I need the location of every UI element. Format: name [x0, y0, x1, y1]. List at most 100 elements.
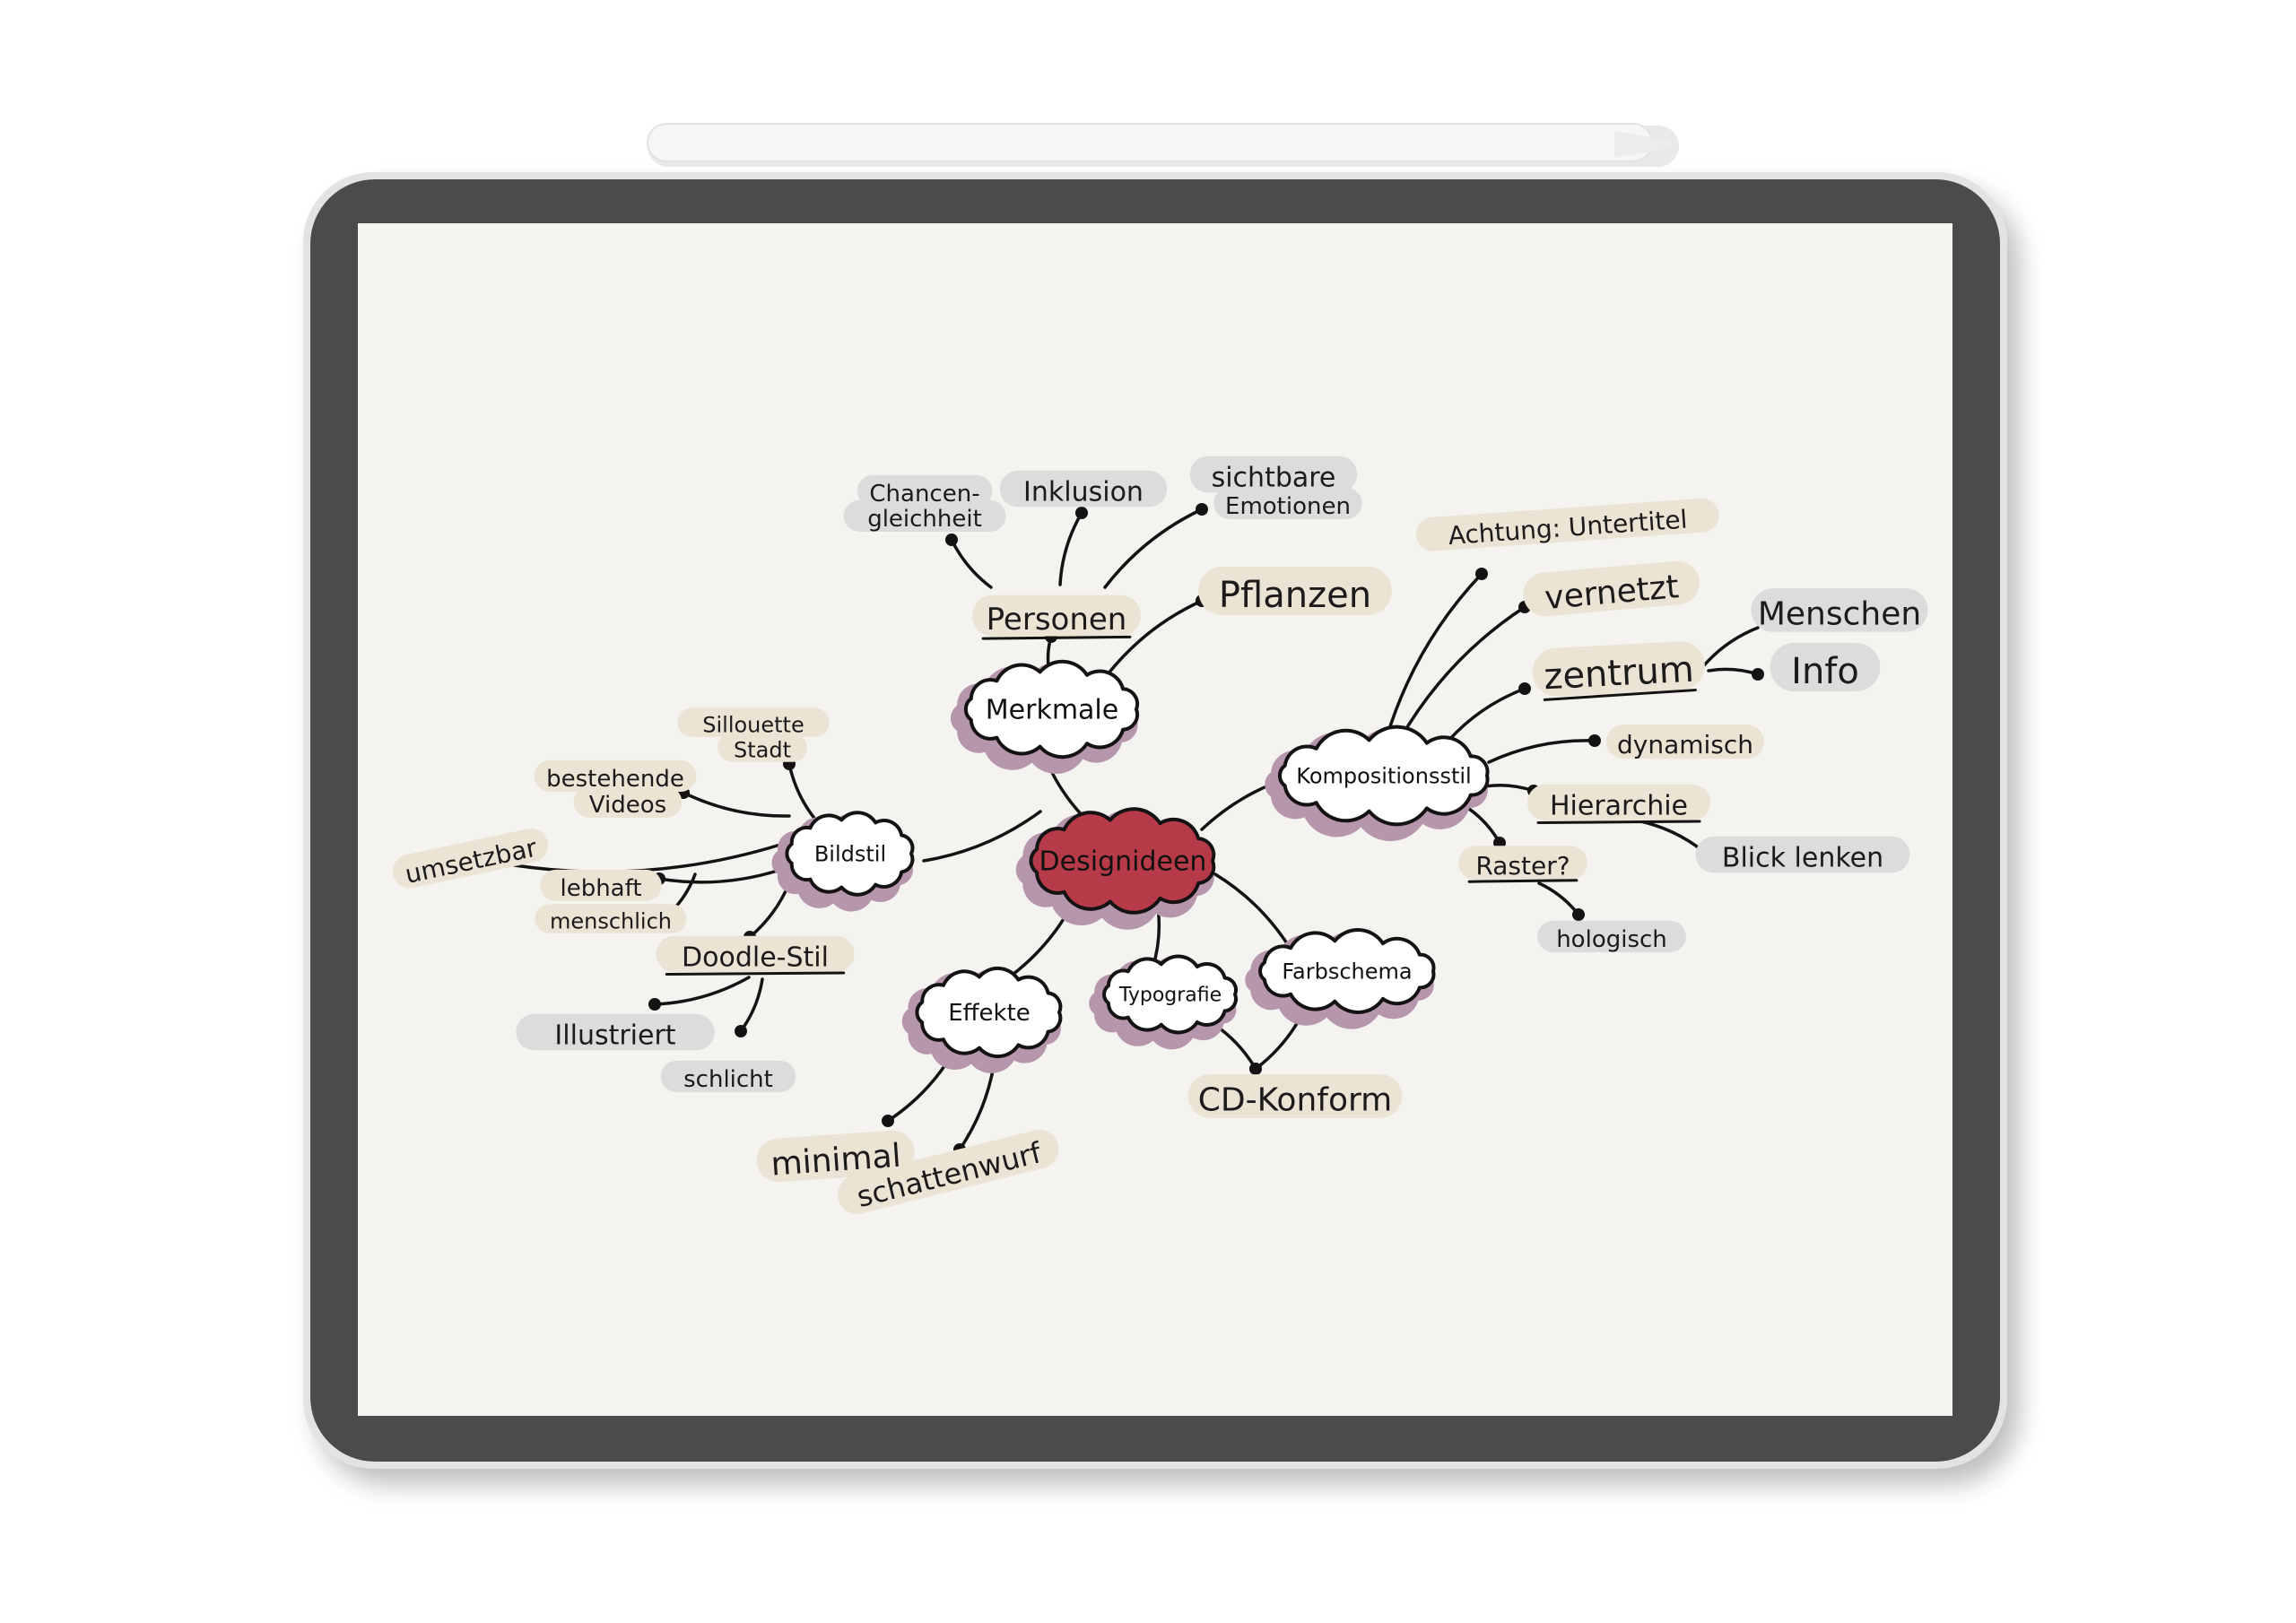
- leaf-node-videos[interactable]: [573, 785, 683, 818]
- connector-line: [1702, 626, 1760, 667]
- cloud-node-typografie[interactable]: Typografie: [1089, 954, 1238, 1050]
- leaf-node-dynamisch[interactable]: [1605, 725, 1765, 759]
- highlight-marker: [677, 707, 830, 737]
- connector-line: [1058, 511, 1083, 586]
- connector-dot: [1075, 507, 1088, 519]
- cloud-node-farbschema[interactable]: Farbschema: [1245, 928, 1436, 1029]
- leaf-node-emotionen[interactable]: [1213, 487, 1362, 519]
- leaf-label-doodle: Doodle-Stil: [682, 942, 829, 974]
- cloud-node-bildstil[interactable]: Bildstil: [771, 811, 915, 912]
- leaf-label-blick: Blick lenken: [1722, 843, 1883, 874]
- highlight-marker: [1198, 567, 1392, 615]
- connector-line: [657, 868, 782, 884]
- cloud-label-farbschema: Farbschema: [1282, 959, 1412, 984]
- leaf-node-zentrum[interactable]: [1531, 640, 1706, 698]
- leaf-label-info: Info: [1791, 651, 1859, 692]
- leaf-node-info[interactable]: [1770, 643, 1881, 691]
- connector-line: [1487, 739, 1596, 764]
- leaf-node-lebhaft[interactable]: [540, 869, 662, 901]
- connector-dot: [1196, 503, 1208, 516]
- underline: [1536, 820, 1701, 824]
- leaf-node-sillouette[interactable]: [677, 707, 830, 737]
- highlight-marker: [1527, 784, 1710, 821]
- cloud-label-center: Designideen: [1039, 846, 1207, 878]
- leaf-node-doodle[interactable]: [656, 935, 855, 973]
- underline: [981, 635, 1132, 640]
- leaf-node-blick[interactable]: [1695, 836, 1910, 873]
- leaf-node-illustriert[interactable]: [516, 1013, 715, 1051]
- connector-dot: [945, 534, 958, 546]
- highlight-marker: [1189, 456, 1358, 493]
- leaf-label-chancengleichheit-2: gleichheit: [867, 506, 982, 533]
- highlight-marker: [1415, 498, 1719, 551]
- highlight-marker: [392, 828, 548, 889]
- leaf-node-menschen[interactable]: [1751, 588, 1928, 632]
- connector-dot: [1475, 568, 1488, 580]
- leaf-node-minimal[interactable]: [755, 1129, 916, 1184]
- leaf-node-hologisch[interactable]: [1537, 920, 1686, 952]
- leaf-node-schattenwurf[interactable]: [833, 1125, 1063, 1218]
- leaf-label-cdkonform: CD-Konform: [1198, 1082, 1392, 1119]
- leaf-node-vernetzt[interactable]: [1521, 560, 1701, 619]
- leaf-node-personen[interactable]: [972, 595, 1141, 637]
- leaf-node-cdkonform[interactable]: [1187, 1074, 1403, 1118]
- leaf-node-chancengleichheit-1[interactable]: [857, 474, 993, 507]
- highlight-marker: [534, 759, 697, 792]
- leaf-label-dynamisch: dynamisch: [1617, 730, 1753, 759]
- highlight-marker: [999, 470, 1168, 508]
- leaf-label-bestehende: bestehende: [546, 766, 684, 793]
- leaf-label-zentrum: zentrum: [1543, 649, 1695, 699]
- cloud-node-merkmale[interactable]: Merkmale: [950, 659, 1140, 774]
- highlight-marker: [857, 474, 993, 507]
- highlight-marker: [540, 869, 662, 901]
- connector-line: [1397, 605, 1526, 742]
- leaf-label-menschlich: menschlich: [550, 908, 672, 933]
- leaf-node-menschlich[interactable]: [535, 904, 687, 933]
- highlight-marker: [1695, 836, 1910, 873]
- connector-line: [1213, 872, 1293, 952]
- leaf-label-schlicht: schlicht: [683, 1066, 773, 1093]
- leaf-label-sillouette: Sillouette: [702, 712, 804, 737]
- leaf-label-raster: Raster?: [1475, 851, 1570, 881]
- leaf-label-inklusion: Inklusion: [1023, 477, 1144, 508]
- highlight-marker: [756, 1130, 915, 1183]
- highlight-marker: [837, 1129, 1059, 1214]
- leaf-label-chancengleichheit-1: Chancen-: [869, 481, 979, 508]
- leaf-node-sichtbare[interactable]: [1189, 456, 1358, 493]
- highlight-marker: [573, 785, 683, 818]
- leaf-node-chancengleichheit-2[interactable]: [843, 499, 1006, 532]
- leaf-label-minimal: minimal: [770, 1138, 902, 1184]
- leaf-label-personen: Personen: [987, 602, 1127, 638]
- connector-dot: [735, 1025, 747, 1037]
- cloud-node-center[interactable]: Designideen: [1015, 807, 1216, 930]
- leaf-node-schlicht[interactable]: [660, 1060, 796, 1092]
- cloud-label-typografie: Typografie: [1118, 985, 1222, 1007]
- cloud-shape: [1278, 725, 1490, 827]
- leaf-node-stadt[interactable]: [718, 733, 807, 762]
- connector-dot: [1572, 908, 1585, 921]
- leaf-label-emotionen: Emotionen: [1225, 493, 1351, 520]
- cloud-label-bildstil: Bildstil: [814, 841, 886, 866]
- leaf-node-hierarchie[interactable]: [1527, 784, 1710, 821]
- cloud-node-kompositionsstil[interactable]: Kompositionsstil: [1265, 725, 1490, 842]
- leaf-node-raster[interactable]: [1458, 846, 1587, 881]
- leaf-label-stadt: Stadt: [734, 737, 791, 762]
- highlight-marker: [516, 1013, 715, 1051]
- cloud-node-effekte[interactable]: Effekte: [901, 966, 1063, 1073]
- cloud-label-merkmale: Merkmale: [986, 695, 1118, 726]
- underline: [665, 971, 846, 976]
- highlight-marker: [1187, 1074, 1403, 1118]
- highlight-marker: [535, 904, 687, 933]
- highlight-marker: [843, 499, 1006, 532]
- leaf-node-achtung[interactable]: [1415, 498, 1720, 552]
- leaf-node-pflanzen[interactable]: [1198, 567, 1392, 615]
- leaf-node-umsetzbar[interactable]: [389, 825, 551, 891]
- cloud-shape: [963, 659, 1140, 759]
- leaf-node-inklusion[interactable]: [999, 470, 1168, 508]
- leaf-label-hierarchie: Hierarchie: [1550, 791, 1688, 822]
- leaf-label-videos: Videos: [589, 792, 666, 819]
- leaf-node-bestehende[interactable]: [534, 759, 697, 792]
- leaf-label-menschen: Menschen: [1758, 596, 1921, 633]
- highlight-marker: [660, 1060, 796, 1092]
